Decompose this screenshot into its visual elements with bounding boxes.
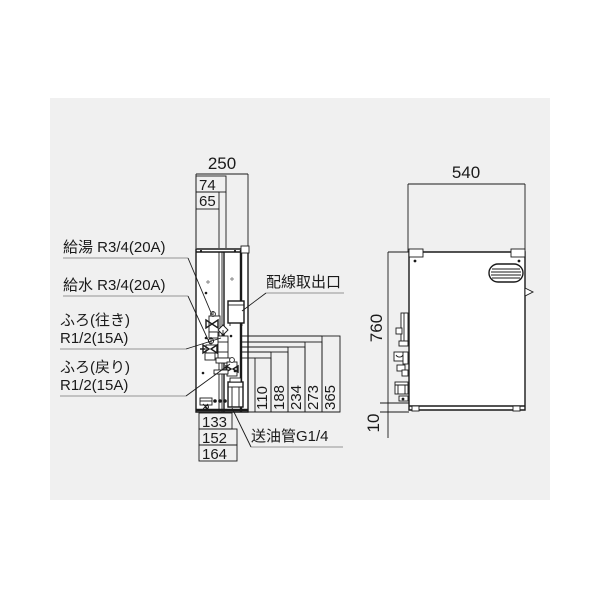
dim-10-label: 10 [364, 414, 383, 433]
dim-65-group: 65 [195, 191, 220, 210]
dim-273-label: 273 [305, 385, 322, 410]
dim-540-label: 540 [452, 163, 480, 182]
callout-bath-return-label-2: R1/2(15A) [60, 377, 128, 394]
callout-wiring-outlet-label: 配線取出口 [266, 274, 341, 291]
callout-cold-water-label: 給水 R3/4(20A) [63, 277, 166, 294]
bottom-dimension-stack: 133 152 164 [198, 412, 238, 463]
callout-bath-outbound-label-1: ふろ(往き) [60, 312, 130, 329]
callout-hot-water-label: 給湯 R3/4(20A) [63, 239, 166, 256]
dim-540-group: 540 [407, 163, 526, 252]
dim-65-label: 65 [199, 193, 216, 210]
dim-365-label: 365 [322, 385, 339, 410]
dim-74-group: 74 [195, 175, 227, 194]
fitting-hot-water [205, 311, 221, 339]
dim-133-label: 133 [202, 414, 227, 431]
dim-110-label: 110 [254, 386, 271, 410]
dim-760-label: 760 [367, 314, 386, 342]
dim-760-group: 760 [367, 251, 409, 403]
dim-10-group: 10 [364, 402, 409, 438]
callout-oil-pipe: 送油管G1/4 [231, 407, 343, 448]
plumbing-fittings [199, 291, 244, 410]
callout-wiring-outlet: 配線取出口 [241, 274, 344, 312]
right-dimension-stack: 110 188 234 273 365 [241, 335, 341, 413]
left-view: 250 74 65 [60, 154, 344, 463]
dim-164-label: 164 [202, 446, 227, 463]
callout-bath-return: ふろ(戻り) R1/2(15A) [60, 359, 231, 397]
callout-bath-outbound-label-2: R1/2(15A) [60, 330, 128, 347]
dim-152-label: 152 [202, 430, 227, 447]
right-view: 540 [364, 163, 535, 438]
right-view-piping [393, 312, 409, 402]
callout-bath-return-label-1: ふろ(戻り) [60, 359, 130, 376]
dim-234-label: 234 [288, 385, 305, 410]
wiring-outlet-part [227, 300, 245, 326]
callout-bath-outbound: ふろ(往き) R1/2(15A) [60, 312, 222, 350]
bottom-parts-row [199, 291, 237, 410]
callout-hot-water: 給湯 R3/4(20A) [63, 239, 213, 316]
fitting-bath-return [213, 357, 239, 377]
callout-oil-pipe-label: 送油管G1/4 [251, 428, 329, 445]
dim-188-label: 188 [271, 385, 288, 410]
right-cabinet-body [408, 248, 535, 412]
dim-74-label: 74 [199, 177, 216, 194]
fitting-bath-outbound [215, 324, 231, 364]
callout-cold-water: 給水 R3/4(20A) [63, 277, 211, 345]
fitting-oil-pipe [227, 377, 244, 408]
vent-louvre [488, 263, 524, 283]
dim-250-label: 250 [208, 154, 236, 173]
